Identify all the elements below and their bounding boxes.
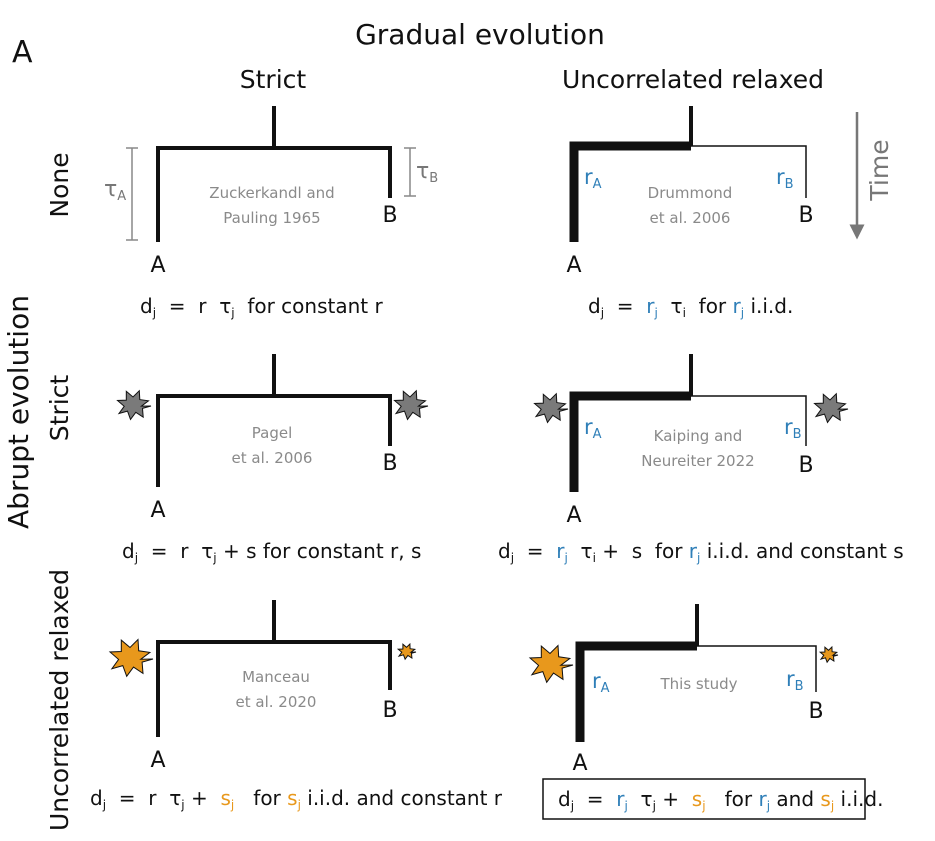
tip-a-label: A xyxy=(566,503,581,528)
citation-line2: et al. 2006 xyxy=(650,209,731,227)
rate-a-label: rA xyxy=(584,415,602,442)
tau-a-bracket xyxy=(126,147,138,241)
tree-strict-strict: A B Pagel et al. 2006 xyxy=(116,354,429,523)
rate-a-label: rA xyxy=(592,669,610,696)
strict-star-a xyxy=(533,392,569,424)
time-label: Time xyxy=(865,139,894,201)
tree-strict-relaxed: A B Manceau et al. 2020 xyxy=(108,600,417,773)
strict-star-b xyxy=(393,389,429,421)
tree-strict-none: τA τB A B Zuckerkandl and Pauling 1965 xyxy=(104,106,438,278)
tau-b-bracket xyxy=(404,147,416,197)
rate-b-label: rB xyxy=(786,667,804,694)
strict-star-a xyxy=(116,389,152,421)
row-label-relaxed: Uncorrelated relaxed xyxy=(45,569,74,831)
citation-line1: Zuckerkandl and xyxy=(209,184,334,202)
rate-a-label: rA xyxy=(584,165,602,192)
row-label-strict: Strict xyxy=(45,375,74,442)
tip-b-label: B xyxy=(382,451,397,476)
tree-relaxed-none: rA rB A B Drummond et al. 2006 xyxy=(566,106,814,278)
spike-star-b xyxy=(818,645,839,664)
citation-line1: Kaiping and xyxy=(654,427,743,445)
citation-line2: et al. 2006 xyxy=(232,449,313,467)
formula-box xyxy=(542,778,866,820)
tip-a-label: A xyxy=(150,253,165,278)
citation-line1: This study xyxy=(659,675,737,693)
rate-b-label: rB xyxy=(776,165,794,192)
spike-star-a xyxy=(528,644,574,684)
spike-star-a xyxy=(108,638,154,678)
formula-strict-strict: dj = r τj + s for constant r, s xyxy=(122,539,421,565)
tau-a-label: τA xyxy=(104,177,126,204)
formula-strict-relaxed: dj = r τj + sj for sj i.i.d. and constan… xyxy=(90,786,503,812)
tip-b-label: B xyxy=(798,203,813,228)
tip-b-label: B xyxy=(798,453,813,478)
formula-relaxed-strict: dj = rj τi + s for rj i.i.d. and constan… xyxy=(498,539,904,565)
tip-a-label: A xyxy=(566,253,581,278)
side-title-abrupt: Abrupt evolution xyxy=(2,295,35,529)
tip-a-label: A xyxy=(150,498,165,523)
spike-star-b xyxy=(396,642,417,661)
tree-relaxed-relaxed: rA rB A B This study xyxy=(528,604,839,776)
formula-strict-none: dj = r τj for constant r xyxy=(140,294,383,320)
citation-line2: et al. 2020 xyxy=(236,693,317,711)
tree-relaxed-strict: rA rB A B Kaiping and Neureiter 2022 xyxy=(533,354,849,528)
citation-line2: Pauling 1965 xyxy=(223,209,320,227)
column-header-relaxed: Uncorrelated relaxed xyxy=(562,65,824,94)
tip-a-label: A xyxy=(572,751,587,776)
citation-line1: Manceau xyxy=(242,668,310,686)
column-header-strict: Strict xyxy=(240,65,307,94)
citation-line1: Drummond xyxy=(648,184,733,202)
time-arrow: Time xyxy=(849,112,894,240)
citation-line1: Pagel xyxy=(252,424,292,442)
tip-b-label: B xyxy=(808,699,823,724)
figure-title: Gradual evolution xyxy=(355,18,605,51)
tip-b-label: B xyxy=(382,698,397,723)
strict-star-b xyxy=(813,392,849,424)
tip-a-label: A xyxy=(150,748,165,773)
tau-b-label: τB xyxy=(416,159,438,186)
row-label-none: None xyxy=(45,152,74,217)
citation-line2: Neureiter 2022 xyxy=(641,452,754,470)
tip-b-label: B xyxy=(382,203,397,228)
formula-relaxed-relaxed: dj = rj τj + sj for rj and sj i.i.d. xyxy=(558,787,883,813)
panel-label: A xyxy=(12,35,33,70)
formula-relaxed-none: dj = rj τi for rj i.i.d. xyxy=(588,294,793,320)
rate-b-label: rB xyxy=(784,415,802,442)
